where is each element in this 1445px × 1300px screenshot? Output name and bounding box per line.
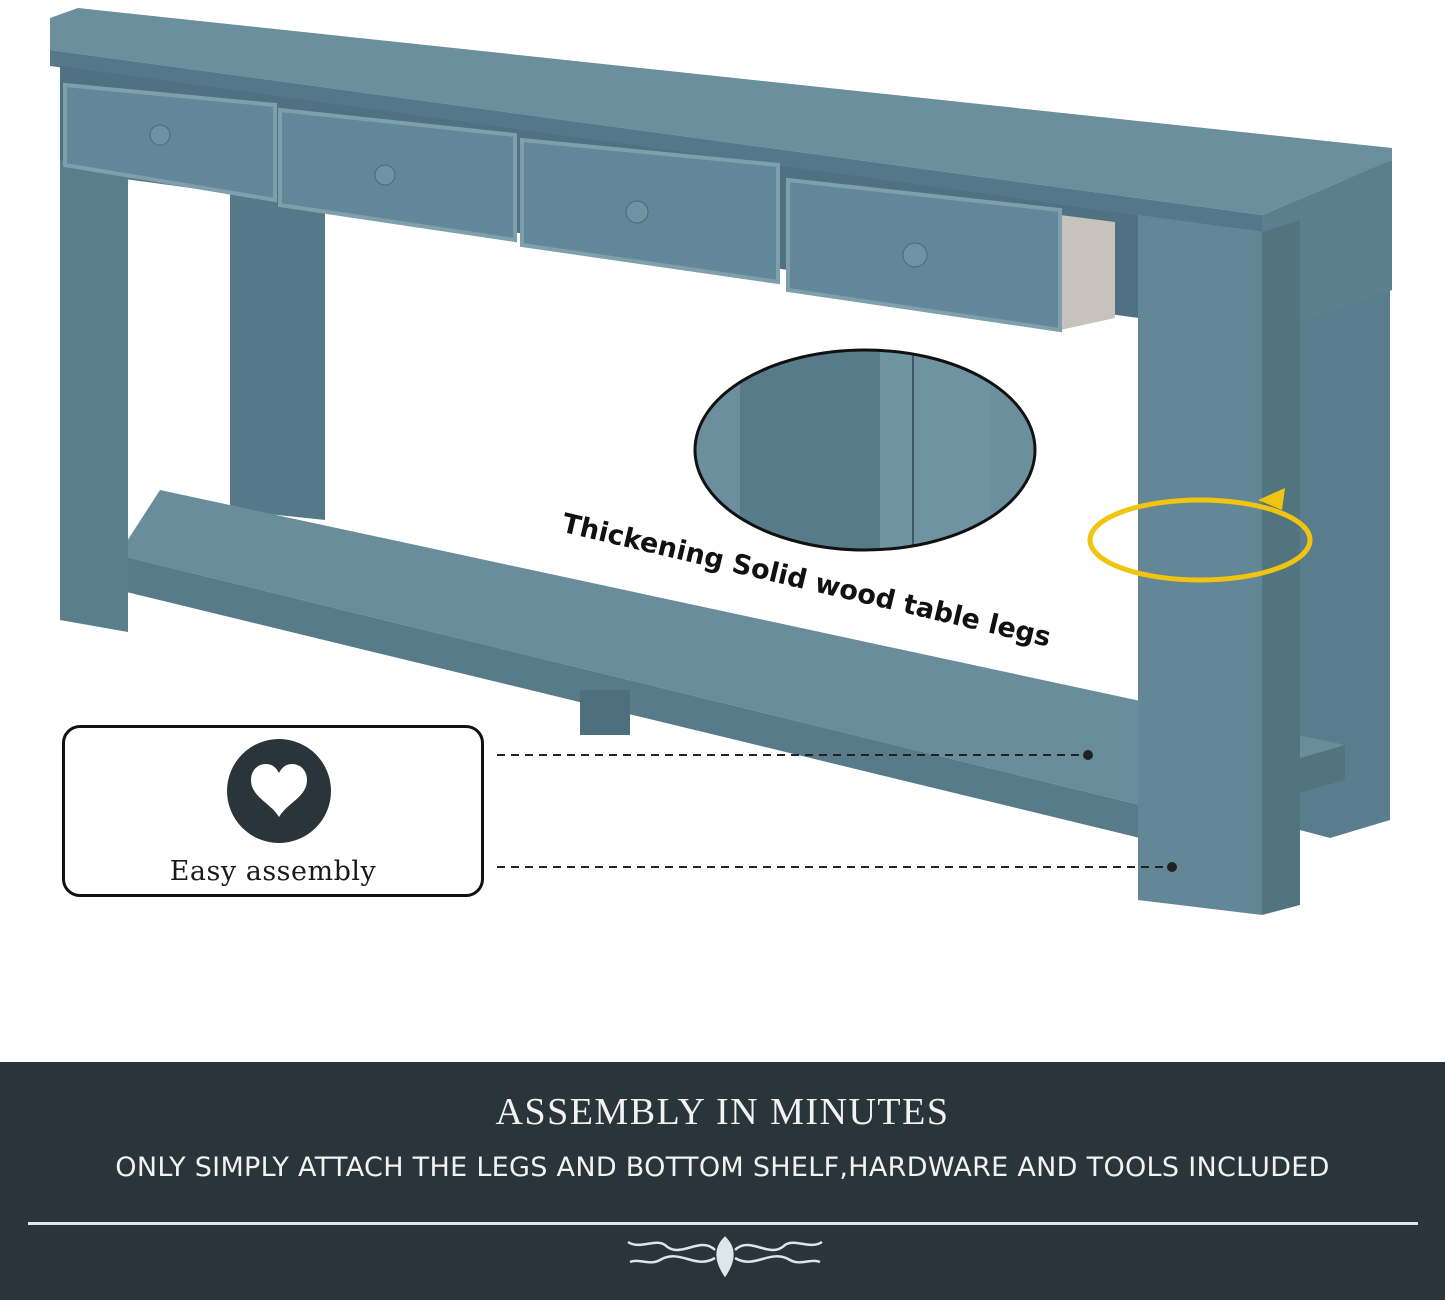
drawer-3 — [520, 137, 780, 285]
console-table-illustration — [50, 8, 1392, 915]
console-table — [50, 8, 1392, 915]
front-right-leg — [1138, 215, 1262, 915]
front-left-leg — [60, 160, 128, 632]
rotation-arrow-icon — [1087, 488, 1313, 583]
callout-leader-lines — [497, 750, 1177, 872]
decorative-flourish-icon — [627, 1236, 823, 1278]
back-right-leg — [1300, 160, 1390, 838]
drawer-4 — [786, 177, 1115, 333]
shelf-support — [580, 690, 630, 735]
banner-subtitle: ONLY SIMPLY ATTACH THE LEGS AND BOTTOM S… — [115, 1152, 1330, 1183]
banner-title: ASSEMBLY IN MINUTES — [495, 1091, 950, 1133]
table-top-edge — [50, 50, 1262, 232]
back-left-leg — [230, 190, 325, 520]
drawer-2 — [278, 107, 517, 243]
heart-icon — [227, 739, 331, 843]
divider — [28, 1222, 1418, 1225]
table-top — [50, 8, 1392, 215]
easy-assembly-callout: Easy assembly — [62, 725, 484, 897]
leg-detail-magnifier — [693, 348, 1037, 552]
info-banner: ASSEMBLY IN MINUTES ONLY SIMPLY ATTACH T… — [0, 1062, 1445, 1300]
drawer-1 — [63, 82, 277, 203]
bottom-shelf-top — [118, 490, 1345, 805]
callout-label: Easy assembly — [169, 856, 377, 887]
